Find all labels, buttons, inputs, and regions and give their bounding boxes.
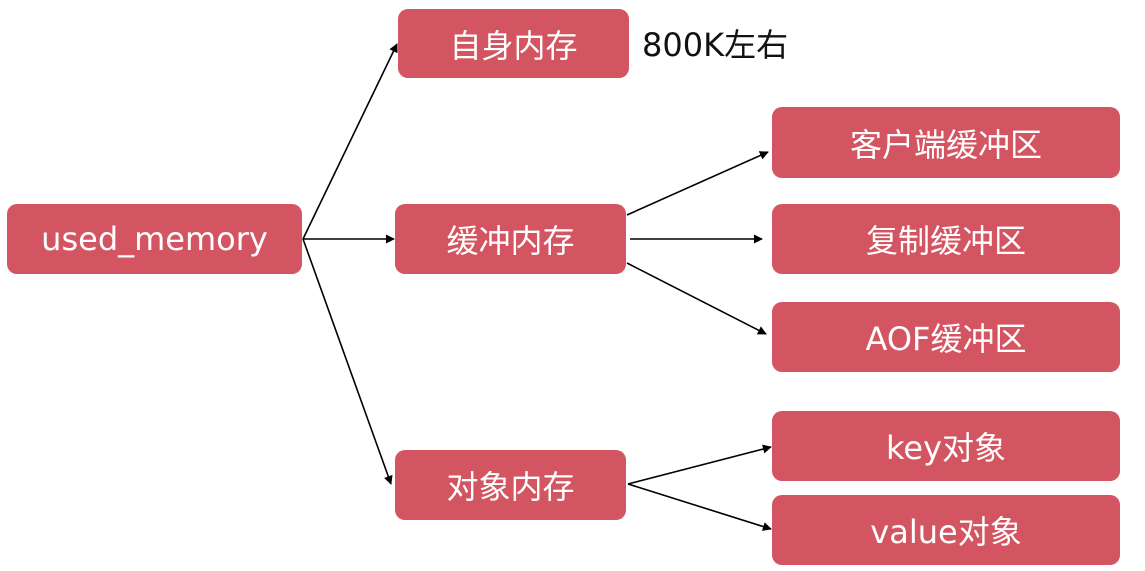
node-aof-buffer: AOF缓冲区: [772, 302, 1120, 372]
node-buffer-memory: 缓冲内存: [395, 204, 626, 274]
arrow-root-to-self-memory: [302, 43, 398, 240]
node-label: 自身内存: [449, 26, 578, 65]
node-label: 复制缓冲区: [865, 222, 1026, 260]
node-label: 客户端缓冲区: [849, 125, 1042, 164]
arrow-buffer-to-aof-buffer: [626, 262, 767, 335]
node-replication-buffer: 复制缓冲区: [772, 204, 1120, 274]
arrow-buffer-to-client-buffer: [626, 151, 769, 216]
node-label: value对象: [870, 513, 1022, 551]
node-label: key对象: [885, 429, 1007, 467]
node-self-memory: 自身内存: [398, 9, 629, 78]
node-label: 对象内存: [446, 468, 575, 506]
node-label: used_memory: [41, 220, 268, 258]
arrow-object-to-value-object: [627, 483, 772, 531]
node-label: 缓冲内存: [446, 222, 575, 260]
self-memory-size-note: 800K左右: [642, 26, 789, 64]
arrow-object-to-key-object: [627, 444, 772, 485]
arrow-root-to-object-memory: [302, 238, 393, 485]
node-label: AOF缓冲区: [865, 320, 1027, 358]
node-client-buffer: 客户端缓冲区: [772, 107, 1120, 178]
node-object-memory: 对象内存: [395, 450, 626, 520]
node-used-memory: used_memory: [7, 204, 302, 274]
node-value-object: value对象: [772, 495, 1120, 565]
node-key-object: key对象: [772, 411, 1120, 481]
